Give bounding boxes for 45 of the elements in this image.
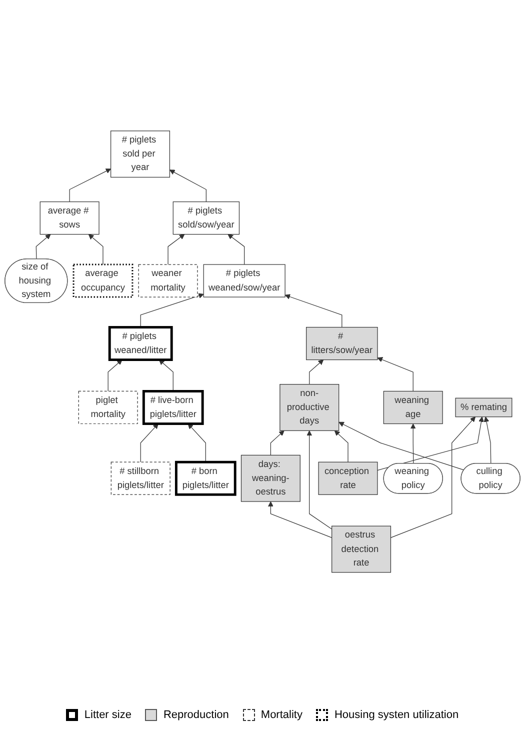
- arrow: [228, 234, 245, 265]
- legend-label: Litter size: [84, 709, 132, 721]
- arrow: [390, 416, 476, 538]
- node-box: average occupancy: [72, 264, 134, 298]
- arrow: [338, 422, 464, 470]
- node-box: # litters/sow/year: [306, 326, 378, 360]
- node-box: conception rate: [318, 462, 378, 495]
- arrow: [36, 234, 51, 260]
- arrow: [158, 359, 174, 392]
- arrow: [88, 234, 104, 265]
- node-box: weaning age: [383, 390, 443, 424]
- arrow: [484, 416, 492, 464]
- node-box: # stillborn piglets/litter: [110, 462, 170, 495]
- arrow: [284, 294, 342, 328]
- node-box: oestrus detection rate: [332, 526, 392, 573]
- arrow: [270, 430, 284, 456]
- node-box: weaner mortality: [138, 264, 198, 298]
- node-box: non-productive days: [280, 384, 340, 431]
- node-box: average # sows: [40, 201, 100, 234]
- arrow: [188, 423, 206, 462]
- arrow: [108, 359, 122, 392]
- arrow: [309, 359, 324, 384]
- node-box: # piglets weaned/litter: [108, 326, 173, 361]
- node-box: # born piglets/litter: [174, 460, 236, 496]
- arrow: [306, 430, 332, 530]
- arrow: [140, 293, 204, 328]
- legend-label: Reproduction: [163, 709, 229, 721]
- node-box: # piglets sold/sow/year: [172, 201, 240, 234]
- arrow: [168, 234, 185, 265]
- arrow: [69, 168, 112, 202]
- arrow: [169, 170, 206, 202]
- arrow: [377, 416, 484, 470]
- arrow: [140, 423, 158, 462]
- arrow: [268, 501, 332, 538]
- arrow: [377, 356, 414, 392]
- node-box: # piglets weaned/sow/year: [203, 264, 286, 298]
- arrow: [410, 423, 416, 464]
- node-box: days: weaning-oestrus: [240, 454, 300, 502]
- node-box: # piglets sold per year: [110, 130, 170, 178]
- node-box: piglet mortality: [78, 390, 138, 424]
- legend-label: Mortality: [260, 709, 302, 721]
- node-box: # live-born piglets/litter: [142, 390, 204, 425]
- arrow: [334, 430, 348, 462]
- legend-label: Housing systen utilization: [334, 709, 459, 721]
- node-box: % remating: [455, 398, 512, 417]
